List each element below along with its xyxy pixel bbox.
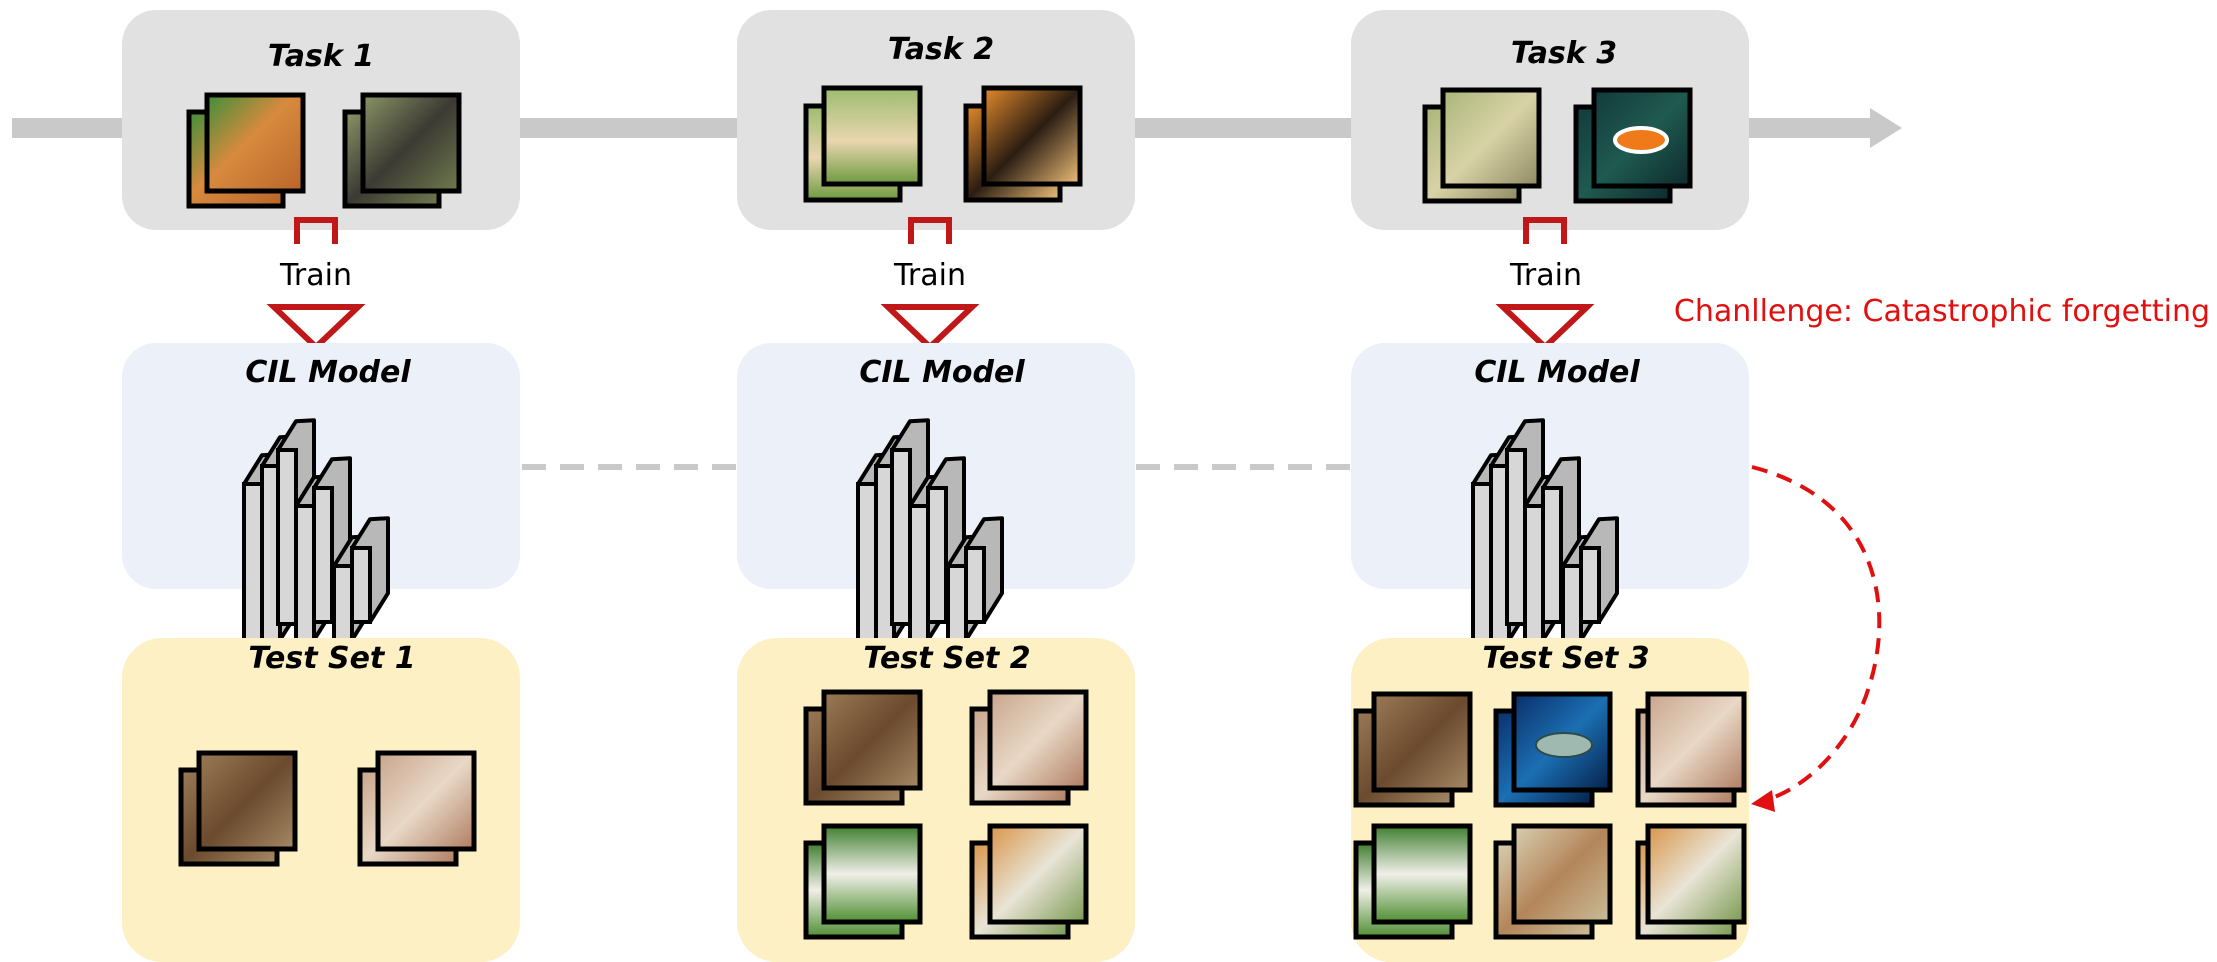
network-layer-face [964,546,986,624]
cat-image [357,750,477,867]
bear-image [178,750,298,867]
network-layer-face [350,546,372,624]
task-title: Task 3 [1511,36,1617,71]
test-set-title: Test Set 1 [248,641,415,676]
train-bracket [294,217,338,244]
bird-image [1422,87,1542,204]
train-bracket [1523,217,1567,244]
tiger-image [963,85,1083,203]
dog-image [803,823,923,940]
bear-image [803,689,923,806]
network-layer-face [1579,546,1601,624]
model-1-panel: CIL Model [122,343,520,660]
network-layer-face [890,448,912,626]
cat-image [1635,691,1747,808]
model-title: CIL Model [859,355,1025,390]
task-3-panel: Task 3 [1351,10,1749,230]
test-box [122,638,520,962]
train-bracket [908,217,952,244]
test-set-title: Test Set 3 [1482,641,1649,676]
network-layer-face [276,448,298,626]
fish-image [1493,691,1613,808]
network-layer-face [926,486,948,624]
challenge-label: Chanllenge: Catastrophic forgetting [1674,294,2210,329]
task-title: Task 2 [888,32,994,67]
train-label: Train [279,258,352,293]
network-layer-face [946,564,968,642]
forgetting-arrowhead [1751,790,1775,812]
test-set-title: Test Set 2 [863,641,1030,676]
network-layer-face [856,482,878,660]
model-box [1351,343,1749,589]
cat-image [969,689,1089,806]
train-label: Train [893,258,966,293]
network-icon [1471,418,1619,660]
task-1-panel: Task 1 [122,10,520,230]
network-layer-face [908,504,930,642]
dog-image [1353,823,1473,940]
cat-image [186,92,306,209]
model-2-panel: CIL Model [737,343,1135,660]
tiger-image [969,823,1089,940]
network-layer-face [242,482,264,660]
bear-image [342,92,462,209]
test-set-3-panel: Test Set 3 [1351,638,1749,962]
test-set-2-panel: Test Set 2 [737,638,1135,962]
network-icon [856,418,1004,660]
dog-image [803,85,923,203]
clownfish-image [1573,87,1693,204]
network-layer-face [1505,448,1527,626]
train-arrowhead [266,304,366,352]
test-set-1-panel: Test Set 1 [122,638,520,962]
model-title: CIL Model [1474,355,1640,390]
forgetting-arrow [1751,465,1882,802]
model-title: CIL Model [245,355,411,390]
network-layer-face [294,504,316,642]
model-box [737,343,1135,589]
train-label: Train [1509,258,1582,293]
train-arrowhead [1495,304,1595,352]
train-arrowhead [880,304,980,352]
train-arrow-3: Train [1495,217,1595,352]
network-layer-face [1541,486,1563,624]
network-layer-face [1471,482,1493,660]
model-box [122,343,520,589]
tiger-image [1635,823,1747,940]
train-arrow-2: Train [880,217,980,352]
bird-image [1493,823,1613,940]
network-layer-face [1561,564,1583,642]
model-3-panel: CIL Model [1351,343,1749,660]
bear-image [1353,691,1473,808]
network-icon [242,418,390,660]
network-layer-face [1523,504,1545,642]
timeline-arrowhead [1870,108,1902,148]
network-layer-face [332,564,354,642]
network-layer-face [312,486,334,624]
task-2-panel: Task 2 [737,10,1135,230]
train-arrow-1: Train [266,217,366,352]
task-title: Task 1 [268,39,374,74]
